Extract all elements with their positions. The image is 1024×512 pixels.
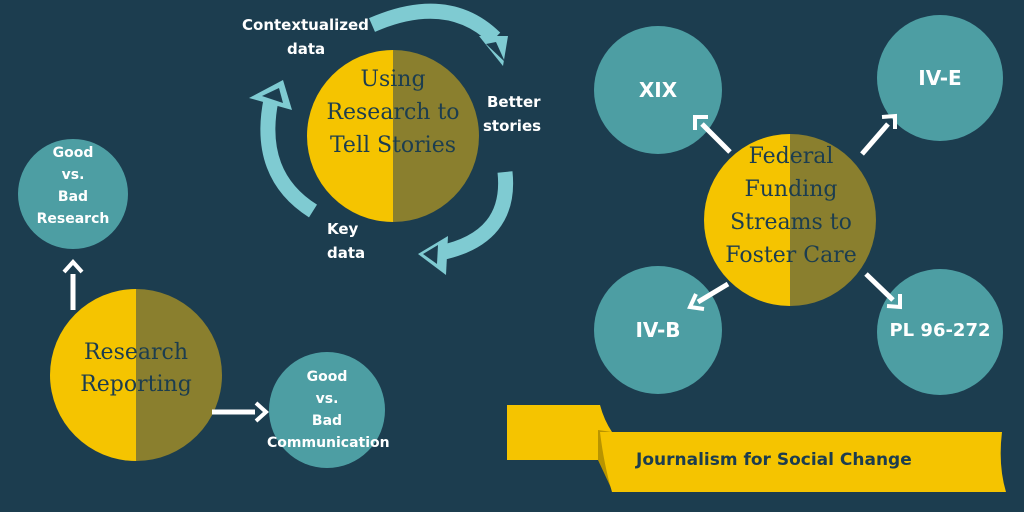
node-iv-b — [594, 266, 722, 394]
good-vs-bad-communication-text: Good vs. Bad Communication — [267, 366, 390, 454]
arrow-right-to-communication — [212, 401, 269, 423]
cycle-arrow-top — [369, 3, 508, 66]
contextualized-line-1: Contextualized — [242, 16, 369, 34]
using-research-label: Using Research to Tell Stories — [326, 67, 460, 158]
research-node-line-1: Good — [52, 145, 94, 161]
good-vs-bad-research-text: Good vs. Bad Research — [23, 142, 123, 230]
key-line-1: Key — [327, 220, 359, 238]
research-reporting-label: Research Reporting — [80, 340, 192, 397]
node-xix — [594, 26, 722, 154]
ribbon-banner — [507, 405, 1006, 492]
research-node-line-3: Bad — [57, 189, 89, 205]
banner-title: Journalism for Social Change — [636, 450, 912, 470]
contextualized-line-2: data — [287, 40, 326, 58]
communication-node-line-4: Communication — [267, 435, 390, 451]
key-line-2: data — [327, 244, 366, 262]
node-iv-e-label: IV-E — [918, 66, 962, 90]
label-key-data: Key data — [327, 217, 377, 265]
research-node-line-4: Research — [36, 211, 110, 227]
label-better-stories: Better stories — [483, 90, 545, 138]
label-contextualized-data: Contextualized data — [242, 13, 369, 61]
arrow-to-pl-96-272 — [864, 272, 902, 310]
communication-node-line-3: Bad — [311, 413, 343, 429]
good-vs-bad-research-node — [18, 139, 128, 249]
better-line-2: stories — [483, 117, 542, 135]
node-xix-label: XIX — [638, 78, 678, 102]
arrow-to-xix — [693, 115, 732, 154]
better-line-1: Better — [487, 93, 541, 111]
cycle-arrow-left — [249, 80, 318, 218]
good-vs-bad-communication-node — [269, 352, 385, 468]
research-node-line-2: vs. — [61, 167, 85, 183]
arrow-to-iv-b — [687, 281, 730, 311]
arrow-to-iv-e — [860, 113, 897, 156]
communication-node-line-1: Good — [306, 369, 348, 385]
node-pl-96-272 — [877, 269, 1003, 395]
cycle-arrow-right — [418, 171, 514, 275]
node-pl-96-272-label: PL 96-272 — [889, 320, 991, 341]
communication-node-line-2: vs. — [315, 391, 339, 407]
arrow-up-to-research — [62, 259, 84, 310]
node-iv-e — [877, 15, 1003, 141]
node-iv-b-label: IV-B — [635, 318, 681, 342]
federal-funding-label: Federal Funding Streams to Foster Care — [725, 144, 857, 268]
